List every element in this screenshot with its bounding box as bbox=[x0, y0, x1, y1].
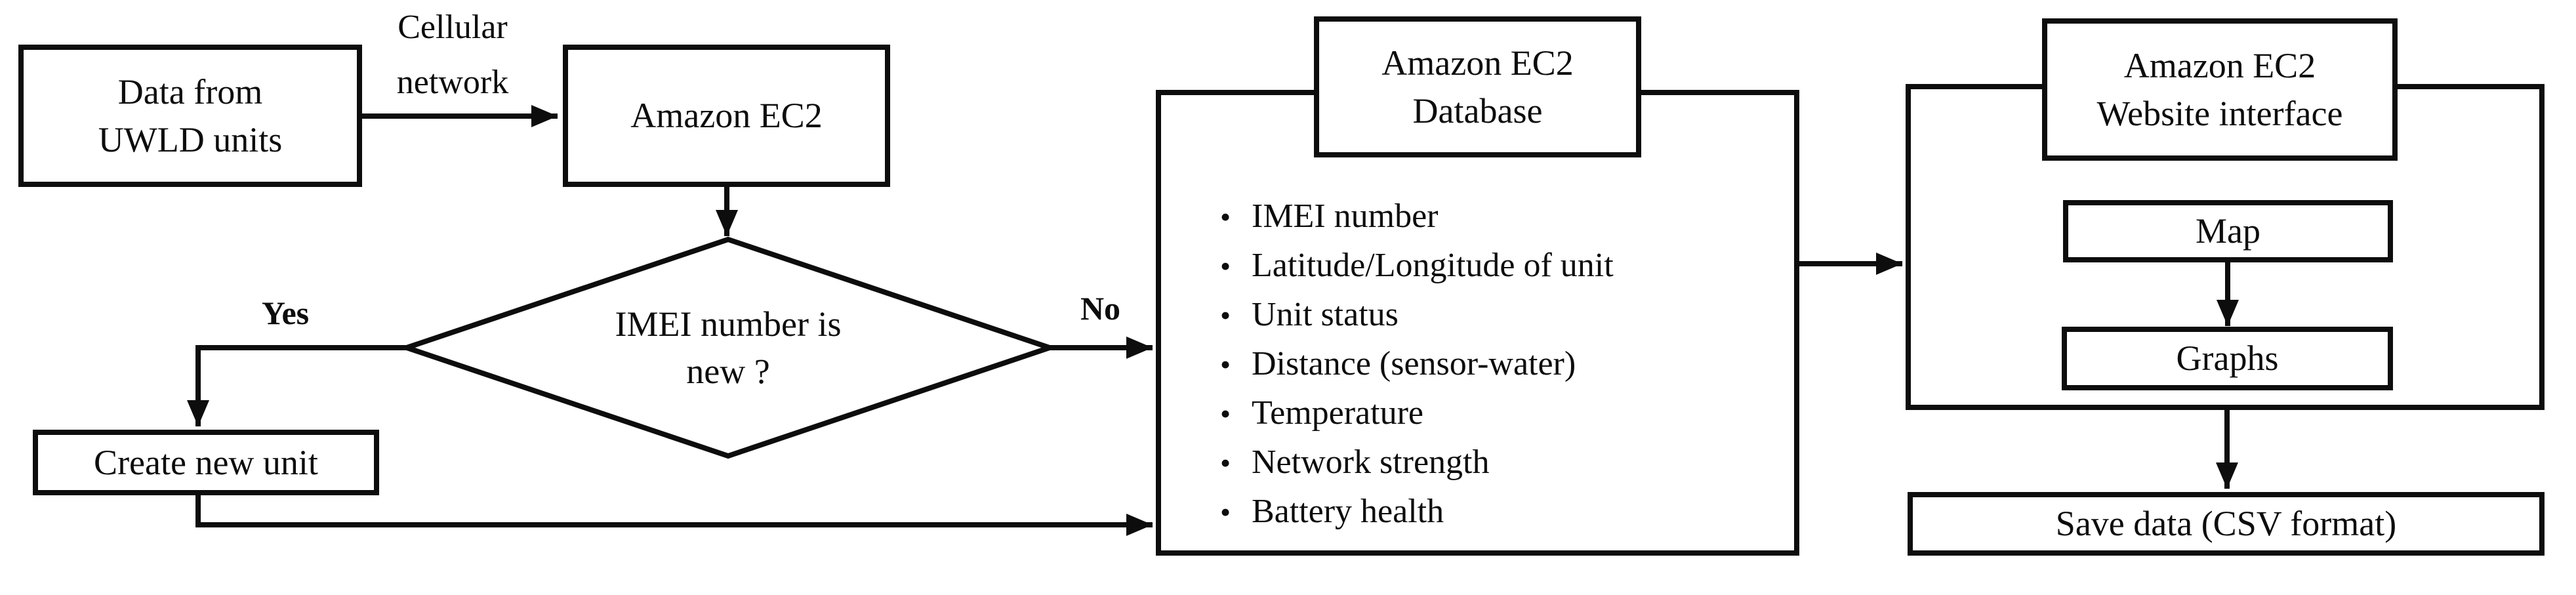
node-data-from-uwld-line2: UWLD units bbox=[98, 119, 283, 159]
node-data-from-uwld: Data from UWLD units bbox=[18, 45, 362, 187]
database-item: • Temperature bbox=[1220, 389, 1791, 438]
node-save-data-label: Save data (CSV format) bbox=[2055, 504, 2397, 543]
node-amazon-ec2: Amazon EC2 bbox=[563, 45, 890, 187]
edge-create-to-database-arrow bbox=[195, 495, 1153, 536]
database-item-list: • IMEI number • Latitude/Longitude of unit… bbox=[1220, 192, 1791, 537]
database-item: • Unit status bbox=[1220, 291, 1791, 340]
database-item-label: Network strength bbox=[1252, 443, 1490, 481]
node-create-new-unit: Create new unit bbox=[33, 430, 379, 495]
cellular-network-line1: Cellular bbox=[398, 9, 508, 46]
database-title-box: Amazon EC2 Database bbox=[1314, 16, 1641, 157]
bullet-icon: • bbox=[1220, 495, 1231, 529]
database-item: • Distance (sensor-water) bbox=[1220, 340, 1791, 389]
database-item-label: Battery health bbox=[1252, 493, 1444, 530]
node-data-from-uwld-line1: Data from bbox=[117, 72, 263, 112]
database-item: • Battery health bbox=[1220, 487, 1791, 537]
database-item-label: Temperature bbox=[1252, 394, 1423, 432]
database-item: • Latitude/Longitude of unit bbox=[1220, 241, 1791, 291]
bullet-icon: • bbox=[1220, 200, 1231, 234]
database-container-box bbox=[1156, 90, 1799, 556]
bullet-icon: • bbox=[1220, 348, 1231, 381]
database-item-label: Distance (sensor-water) bbox=[1252, 345, 1576, 382]
cellular-network-line2: network bbox=[396, 64, 509, 101]
node-save-data: Save data (CSV format) bbox=[1908, 492, 2545, 556]
database-item: • Network strength bbox=[1220, 438, 1791, 487]
yes-branch-label: Yes bbox=[261, 295, 310, 331]
bullet-icon: • bbox=[1220, 249, 1231, 283]
bullet-icon: • bbox=[1220, 298, 1231, 332]
decision-line2: new ? bbox=[686, 352, 770, 391]
bullet-icon: • bbox=[1220, 397, 1231, 430]
node-map: Map bbox=[2063, 200, 2393, 262]
node-graphs: Graphs bbox=[2062, 327, 2393, 390]
decision-line1: IMEI number is bbox=[615, 304, 842, 344]
node-decision-text: IMEI number is new ? bbox=[499, 279, 958, 417]
cellular-network-label: Cellular network bbox=[364, 0, 541, 110]
website-title-line2: Website interface bbox=[2096, 93, 2343, 133]
node-amazon-ec2-label: Amazon EC2 bbox=[630, 96, 823, 135]
node-map-label: Map bbox=[2196, 211, 2260, 251]
edge-yes-arrow bbox=[187, 345, 407, 426]
website-title-line1: Amazon EC2 bbox=[2123, 45, 2316, 85]
no-branch-label: No bbox=[1080, 290, 1121, 327]
database-item-label: Unit status bbox=[1252, 296, 1399, 333]
website-title-box: Amazon EC2 Website interface bbox=[2042, 18, 2398, 161]
database-title-line2: Database bbox=[1412, 91, 1543, 131]
database-title-line1: Amazon EC2 bbox=[1381, 43, 1574, 83]
node-graphs-label: Graphs bbox=[2176, 339, 2279, 378]
database-item-label: Latitude/Longitude of unit bbox=[1252, 247, 1614, 284]
database-item: • IMEI number bbox=[1220, 192, 1791, 241]
node-create-new-unit-label: Create new unit bbox=[94, 442, 318, 482]
database-item-label: IMEI number bbox=[1252, 197, 1439, 235]
bullet-icon: • bbox=[1220, 446, 1231, 480]
